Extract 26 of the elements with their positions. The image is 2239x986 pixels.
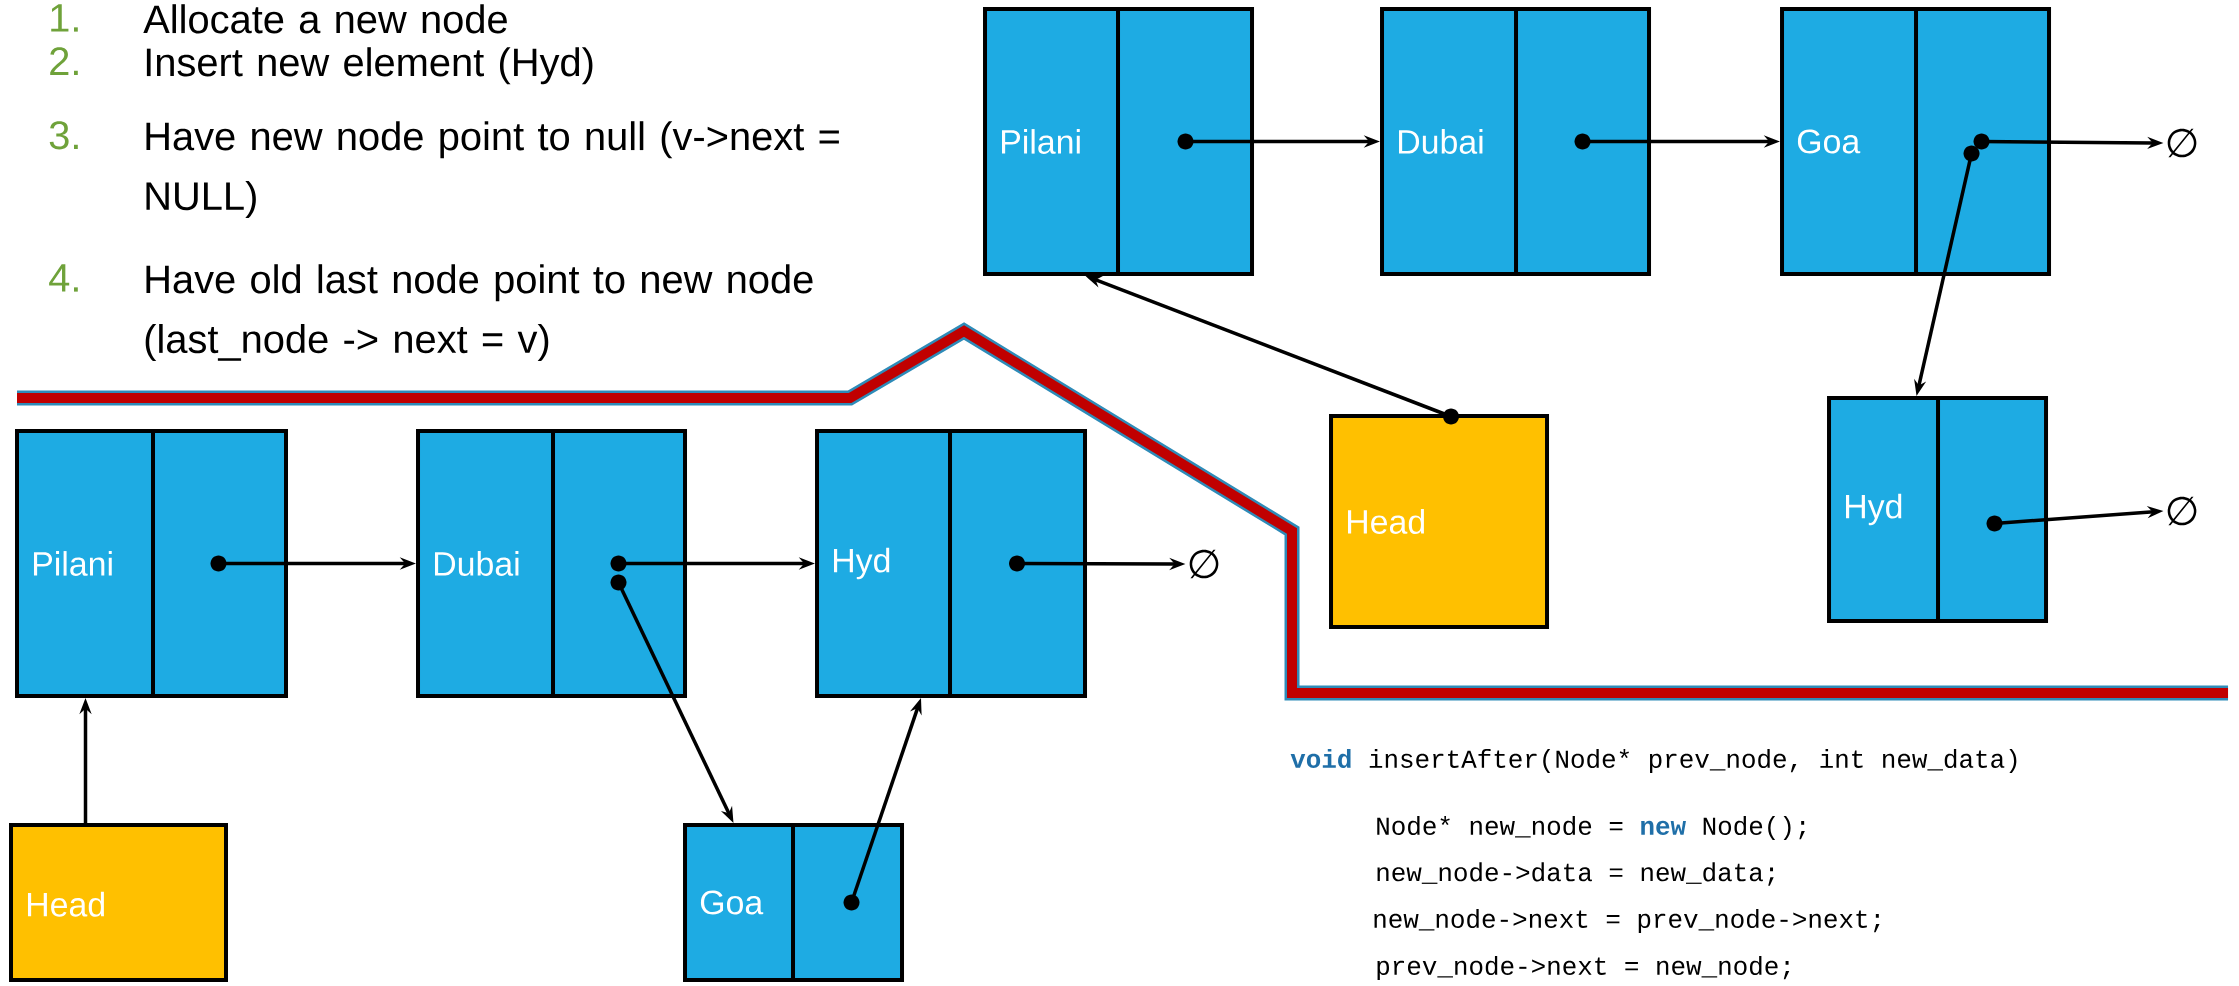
list-node-box: Dubai — [1380, 7, 1651, 276]
code-line: new_node->data = new_data; — [1377, 862, 1774, 886]
list-item: Insert new element (Hyd) — [146, 47, 593, 85]
list-item: Allocate a new node — [143, 4, 507, 34]
code-line: prev_node->next = new_node; — [1377, 955, 1790, 981]
head-box: Head — [9, 823, 228, 982]
list-item: Have old last node point to new node (last_node -> next = v) — [145, 264, 813, 362]
list-node-box: Pilani — [15, 429, 288, 698]
null-symbol: ∅ — [1189, 549, 1219, 579]
code-line: void insertAfter(Node* prev_node, int new_data) — [1290, 748, 2017, 774]
list-number: 2. — [50, 47, 78, 76]
null-symbol: ∅ — [2167, 496, 2197, 526]
code-line: Node* new_node = new Node(); — [1377, 815, 1805, 841]
list-node-box: Goa — [1780, 7, 2052, 276]
list-node-box: Pilani — [983, 7, 1254, 276]
list-number: 4. — [49, 264, 78, 292]
list-node-box: Dubai — [416, 429, 687, 698]
list-item: Have new node point to null (v->next = NULL) — [146, 121, 839, 219]
list-node-box: Goa — [683, 823, 904, 982]
list-number: 3. — [49, 121, 78, 150]
null-symbol: ∅ — [2167, 128, 2197, 158]
list-node-box: Hyd — [1827, 396, 2049, 623]
head-box: Head — [1329, 414, 1549, 629]
list-node-box: Hyd — [815, 429, 1087, 698]
list-number: 1. — [51, 4, 78, 32]
code-line: new_node->next = prev_node->next; — [1374, 908, 1880, 934]
